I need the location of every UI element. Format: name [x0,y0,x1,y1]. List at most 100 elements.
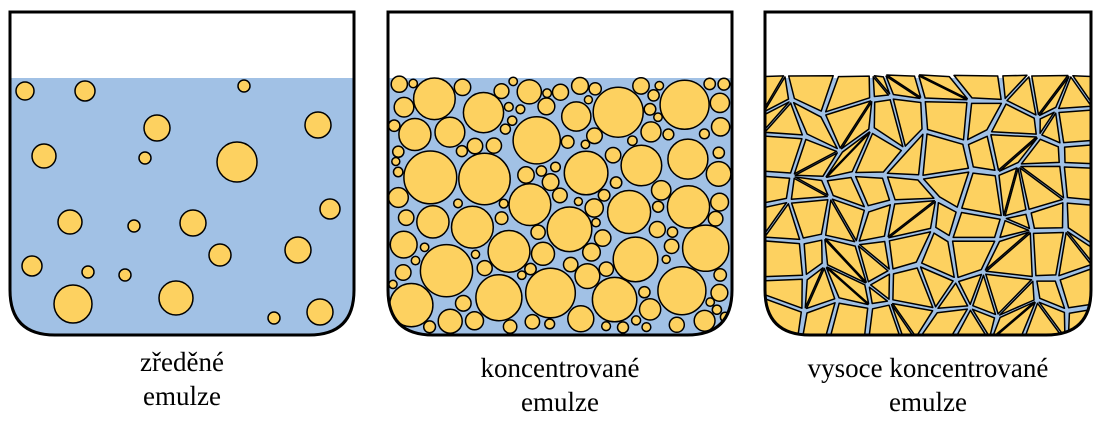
droplet [630,315,642,326]
droplet [1058,231,1091,277]
droplet [710,117,731,137]
droplet [888,201,937,239]
droplet [306,298,334,326]
droplet [951,240,996,279]
droplet [888,231,932,270]
droplet [886,133,924,176]
droplet [920,232,955,279]
droplet [985,273,1033,315]
caption-line: emulze [521,387,599,417]
droplet [873,99,904,148]
droplet [391,145,405,159]
droplet [826,131,871,179]
droplet [824,199,856,243]
droplet [667,138,709,180]
droplet [918,308,969,335]
droplet [991,301,1036,335]
droplet [1039,111,1055,134]
droplet [985,232,1033,278]
droplet [765,240,804,278]
droplet [717,77,731,91]
droplet [698,128,711,140]
droplet [1032,231,1065,277]
droplet [455,144,469,158]
droplet [887,199,936,238]
droplet [475,273,523,322]
droplet [53,284,93,324]
droplet [1019,167,1064,211]
droplet [626,135,638,147]
caption-highly-concentrated: vysoce koncentrované emulze [778,351,1078,419]
droplet [508,182,552,227]
droplet [1023,302,1065,335]
droplet [74,80,96,102]
droplet [392,166,404,178]
droplet [857,245,889,283]
droplet [662,128,675,141]
droplet [984,231,1030,271]
droplet [31,143,57,169]
droplet [825,100,872,149]
droplet [581,242,602,262]
droplet [640,121,662,143]
droplet [869,273,891,300]
droplet [1036,280,1066,310]
droplet [304,111,332,139]
droplet [790,199,829,239]
droplet [494,211,509,226]
droplet [158,280,194,316]
caption-line: koncentrované [480,353,640,383]
droplet [620,144,663,187]
droplet [1066,231,1091,264]
panel-dilute-emulsion [8,10,356,337]
droplet [612,236,659,283]
droplet [873,75,891,95]
droplet [284,236,312,264]
droplet [499,123,512,135]
droplet [591,217,601,228]
droplet [826,176,866,208]
droplet [419,243,474,298]
droplet [216,141,258,183]
droplet [992,301,1036,335]
droplet [394,263,412,282]
droplet [890,303,916,335]
droplet [388,279,398,290]
droplet [208,243,232,267]
droplet [462,91,505,134]
droplet [1072,74,1091,106]
droplet [794,152,839,178]
droplet [924,100,968,141]
droplet [393,96,415,118]
droplet [826,266,870,305]
droplet [410,255,421,266]
droplet [872,76,890,98]
droplet [503,101,514,113]
droplet [666,226,679,238]
droplet [918,74,969,100]
droplet [403,150,458,205]
droplet [892,267,934,309]
droplet [476,259,493,277]
caption-line: emulze [889,387,967,417]
droplet [712,146,726,160]
droplet [390,75,409,94]
panel-highly-concentrated-emulsion [763,10,1093,337]
droplet [600,321,612,332]
droplet [647,89,660,102]
droplet [1063,144,1091,165]
droplet [562,256,579,273]
droplet [516,78,543,105]
droplet [535,165,548,177]
droplet [885,75,921,100]
droplet [840,101,873,150]
droplet [1004,167,1027,217]
droplet [21,255,43,277]
droplet [541,173,560,192]
container-outline [386,10,734,337]
droplet [563,150,609,196]
droplet [397,209,415,227]
droplet [990,103,1037,135]
droplet [824,75,871,113]
